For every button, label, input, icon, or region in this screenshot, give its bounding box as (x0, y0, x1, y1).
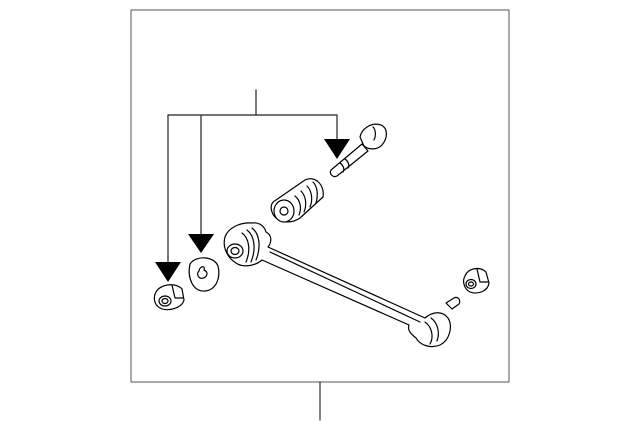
arrow-icons (155, 139, 350, 282)
control-arm (223, 222, 461, 348)
bushing (270, 178, 324, 223)
arrow-bolt-icon (324, 139, 350, 159)
washer (188, 257, 220, 292)
arrow-nut-icon (155, 262, 181, 282)
arrow-washer-icon (188, 234, 214, 253)
nut (463, 267, 490, 294)
leader-lines (167, 89, 338, 263)
bolt (329, 123, 387, 178)
lock-nut (153, 284, 185, 311)
